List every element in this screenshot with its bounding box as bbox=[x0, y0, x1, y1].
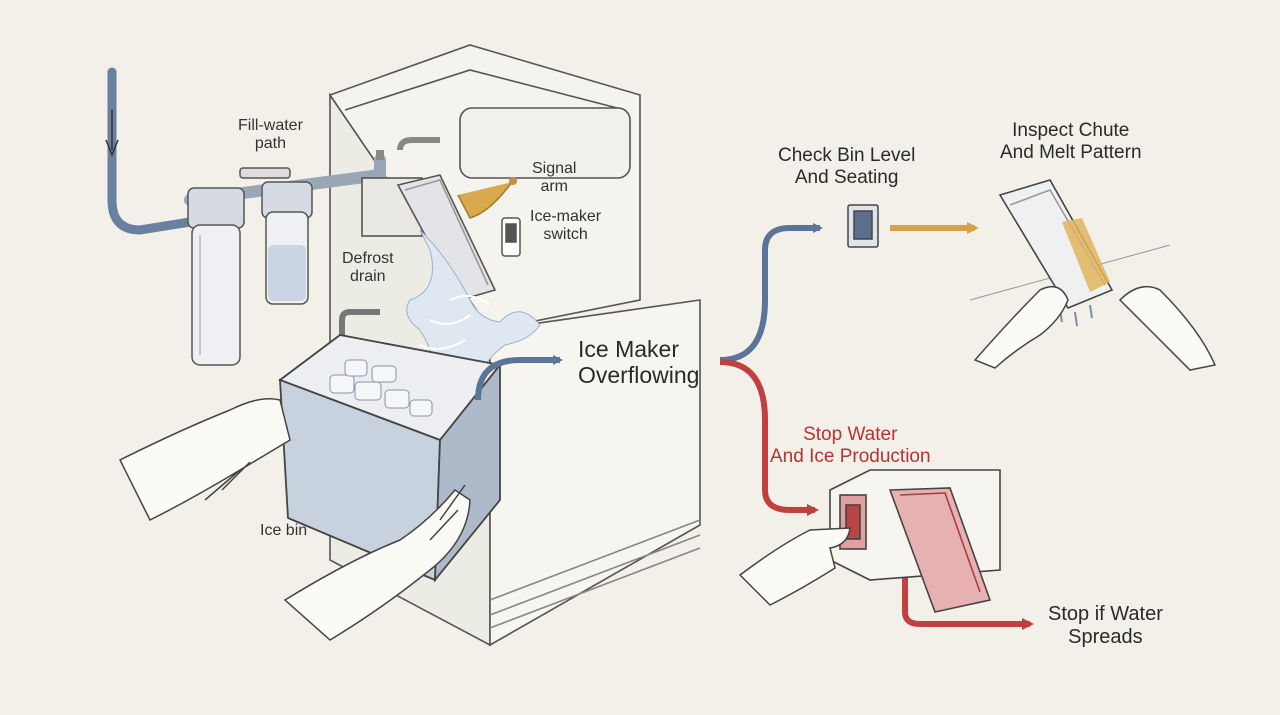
check-bin-label: Check Bin Level And Seating bbox=[778, 145, 916, 188]
arrow-to-check-bin bbox=[719, 223, 823, 363]
hand-pressing-switch bbox=[738, 527, 851, 606]
arrow-to-stop-water bbox=[719, 359, 819, 516]
water-filter-left bbox=[187, 187, 245, 366]
signal-arm-label: Signal arm bbox=[532, 160, 577, 196]
ice-maker-chute bbox=[361, 137, 497, 301]
center-problem-label: Ice Maker Overflowing bbox=[578, 336, 700, 389]
hands-holding-bin bbox=[118, 398, 471, 641]
ice-maker-switch-graphic bbox=[501, 217, 521, 257]
bin-switch-graphic bbox=[847, 204, 879, 248]
defrost-drain-pipe bbox=[339, 309, 380, 345]
ice-bin-label: Ice bin bbox=[260, 522, 308, 539]
stop-water-panel-graphic bbox=[829, 469, 1001, 613]
water-supply-line bbox=[105, 67, 386, 235]
stop-spread-label: Stop if Water Spreads bbox=[1048, 603, 1163, 648]
inspect-chute-label: Inspect Chute And Melt Pattern bbox=[1000, 120, 1142, 163]
ice-maker-switch-label: Ice-maker switch bbox=[530, 208, 602, 244]
arrow-to-stop-spread bbox=[902, 560, 1034, 630]
hands-inspecting bbox=[973, 285, 1217, 371]
water-filter-right bbox=[239, 167, 313, 305]
arrow-to-center bbox=[475, 355, 563, 401]
ice-bin-graphic bbox=[278, 334, 502, 583]
stop-water-label: Stop Water And Ice Production bbox=[770, 424, 931, 467]
fill-water-path-label: Fill-water path bbox=[238, 117, 303, 153]
signal-arm bbox=[457, 177, 517, 219]
inspect-chute-graphic bbox=[969, 179, 1171, 327]
defrost-drain-label: Defrost drain bbox=[342, 250, 394, 286]
